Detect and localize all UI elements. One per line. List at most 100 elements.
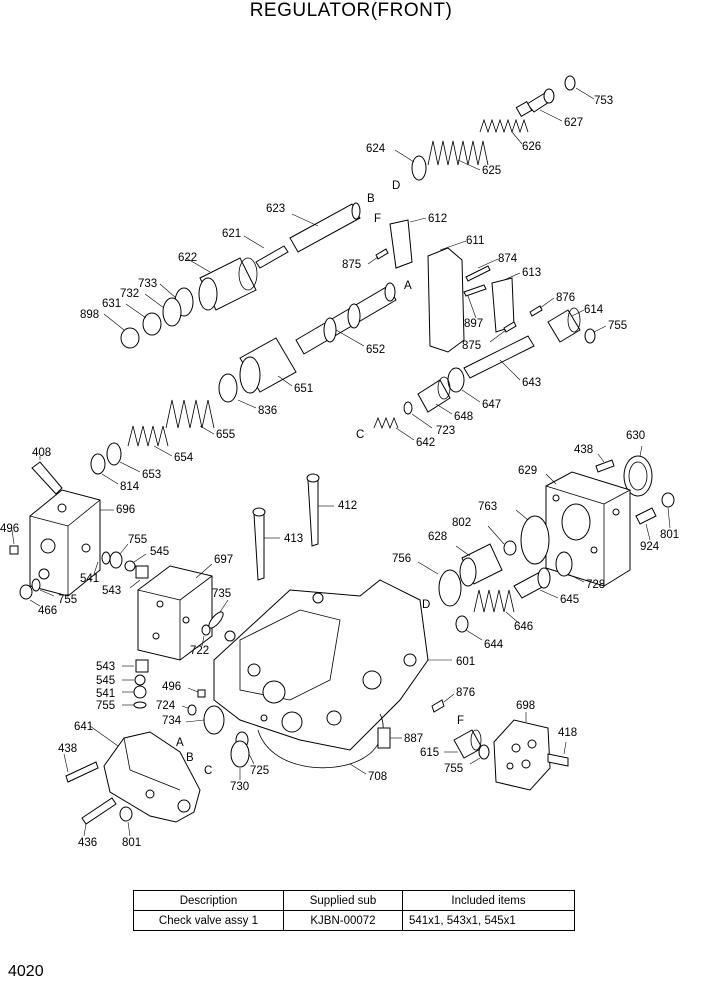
label-545-b: 545 — [96, 675, 115, 687]
o-ring-753 — [564, 75, 576, 91]
label-730: 730 — [230, 781, 249, 793]
column-header-supplied-sub: Supplied sub — [282, 890, 404, 911]
pin-876-a — [529, 305, 543, 317]
spring-seat-653 — [106, 442, 122, 466]
marker-b-lower: B — [186, 752, 194, 764]
piston-648 — [417, 376, 451, 413]
label-755-c: 755 — [58, 594, 77, 606]
label-466: 466 — [38, 605, 57, 617]
label-763: 763 — [478, 501, 497, 513]
o-ring-755-a — [584, 328, 596, 344]
sleeve-622 — [198, 257, 258, 311]
label-801-b: 801 — [122, 837, 141, 849]
seat-541-a — [109, 551, 123, 569]
piston-645 — [513, 567, 551, 599]
label-924: 924 — [640, 541, 660, 553]
marker-d-upper: D — [392, 180, 400, 192]
label-875-a: 875 — [342, 259, 361, 271]
marker-f-lower: F — [457, 715, 464, 727]
label-897: 897 — [464, 318, 483, 330]
spring-655 — [165, 399, 215, 429]
column-header-description: Description — [133, 890, 284, 911]
label-541-a: 541 — [80, 573, 99, 585]
supply-table: Description Supplied sub Included items … — [133, 890, 575, 931]
casing-601 — [213, 579, 429, 751]
ball-545-a — [124, 560, 136, 572]
o-ring-730 — [230, 740, 250, 768]
label-646: 646 — [514, 621, 533, 633]
cell-included-items: 541x1, 543x1, 545x1 — [402, 910, 575, 931]
label-647: 647 — [482, 399, 501, 411]
label-436: 436 — [78, 837, 97, 849]
plug-631 — [142, 312, 162, 336]
piston-627 — [515, 88, 555, 118]
label-625: 625 — [482, 165, 501, 177]
label-801-a: 801 — [660, 529, 679, 541]
label-655: 655 — [216, 429, 235, 441]
label-836: 836 — [258, 405, 277, 417]
label-735: 735 — [212, 588, 231, 600]
label-614: 614 — [584, 304, 604, 316]
label-708: 708 — [368, 771, 387, 783]
plug-543-a — [135, 565, 149, 579]
pin-874 — [465, 265, 491, 282]
label-723: 723 — [436, 425, 455, 437]
label-724: 724 — [156, 700, 176, 712]
label-802: 802 — [452, 517, 471, 529]
label-438-b: 438 — [58, 743, 77, 755]
marker-c-upper: C — [356, 429, 364, 441]
o-ring-756 — [438, 569, 462, 607]
label-630: 630 — [626, 430, 645, 442]
plug-802 — [503, 540, 517, 556]
ring-647 — [447, 367, 465, 393]
label-601: 601 — [456, 656, 475, 668]
label-725: 725 — [250, 765, 269, 777]
cover-plate-697 — [137, 565, 213, 661]
column-header-included-items: Included items — [402, 890, 575, 911]
supply-table-header: Description Supplied sub Included items — [133, 890, 575, 911]
label-653: 653 — [142, 469, 161, 481]
label-887: 887 — [404, 733, 423, 745]
lever-612 — [389, 219, 413, 269]
label-875-b: 875 — [462, 340, 481, 352]
label-418: 418 — [558, 727, 577, 739]
spring-seat-644 — [455, 615, 469, 633]
label-622: 622 — [178, 252, 197, 264]
pin-643 — [463, 335, 535, 379]
marker-a-lower: A — [176, 737, 184, 749]
label-624: 624 — [366, 143, 386, 155]
label-438-a: 438 — [574, 444, 593, 456]
link-611 — [427, 247, 465, 353]
plug-543-b — [135, 659, 149, 673]
label-628: 628 — [428, 531, 447, 543]
o-ring-755-d — [133, 701, 147, 709]
spring-626 — [479, 118, 529, 134]
label-412: 412 — [338, 500, 357, 512]
label-611: 611 — [466, 235, 484, 247]
rod-623 — [289, 202, 361, 253]
sleeve-628 — [459, 543, 503, 587]
snap-ring-814 — [90, 453, 106, 475]
label-543-b: 543 — [96, 661, 115, 673]
page-title: REGULATOR(FRONT) — [249, 0, 453, 21]
plug-801-a — [661, 492, 675, 508]
pin-887 — [377, 727, 391, 749]
label-629: 629 — [518, 465, 537, 477]
label-648: 648 — [454, 411, 473, 423]
plug-496-b — [197, 689, 206, 698]
pin-897 — [463, 284, 487, 297]
label-626: 626 — [522, 141, 541, 153]
label-697: 697 — [214, 554, 233, 566]
label-698: 698 — [516, 700, 535, 712]
label-756: 756 — [392, 553, 411, 565]
plug-924 — [635, 507, 657, 525]
label-876-b: 876 — [456, 687, 475, 699]
label-755-b: 755 — [128, 534, 147, 546]
bolt-438-a — [595, 459, 615, 473]
label-755-d: 755 — [96, 700, 115, 712]
o-ring-722 — [201, 624, 211, 636]
label-615: 615 — [420, 747, 439, 759]
ball-545-b — [134, 674, 146, 686]
spring-654 — [127, 425, 169, 447]
label-623: 623 — [266, 203, 285, 215]
